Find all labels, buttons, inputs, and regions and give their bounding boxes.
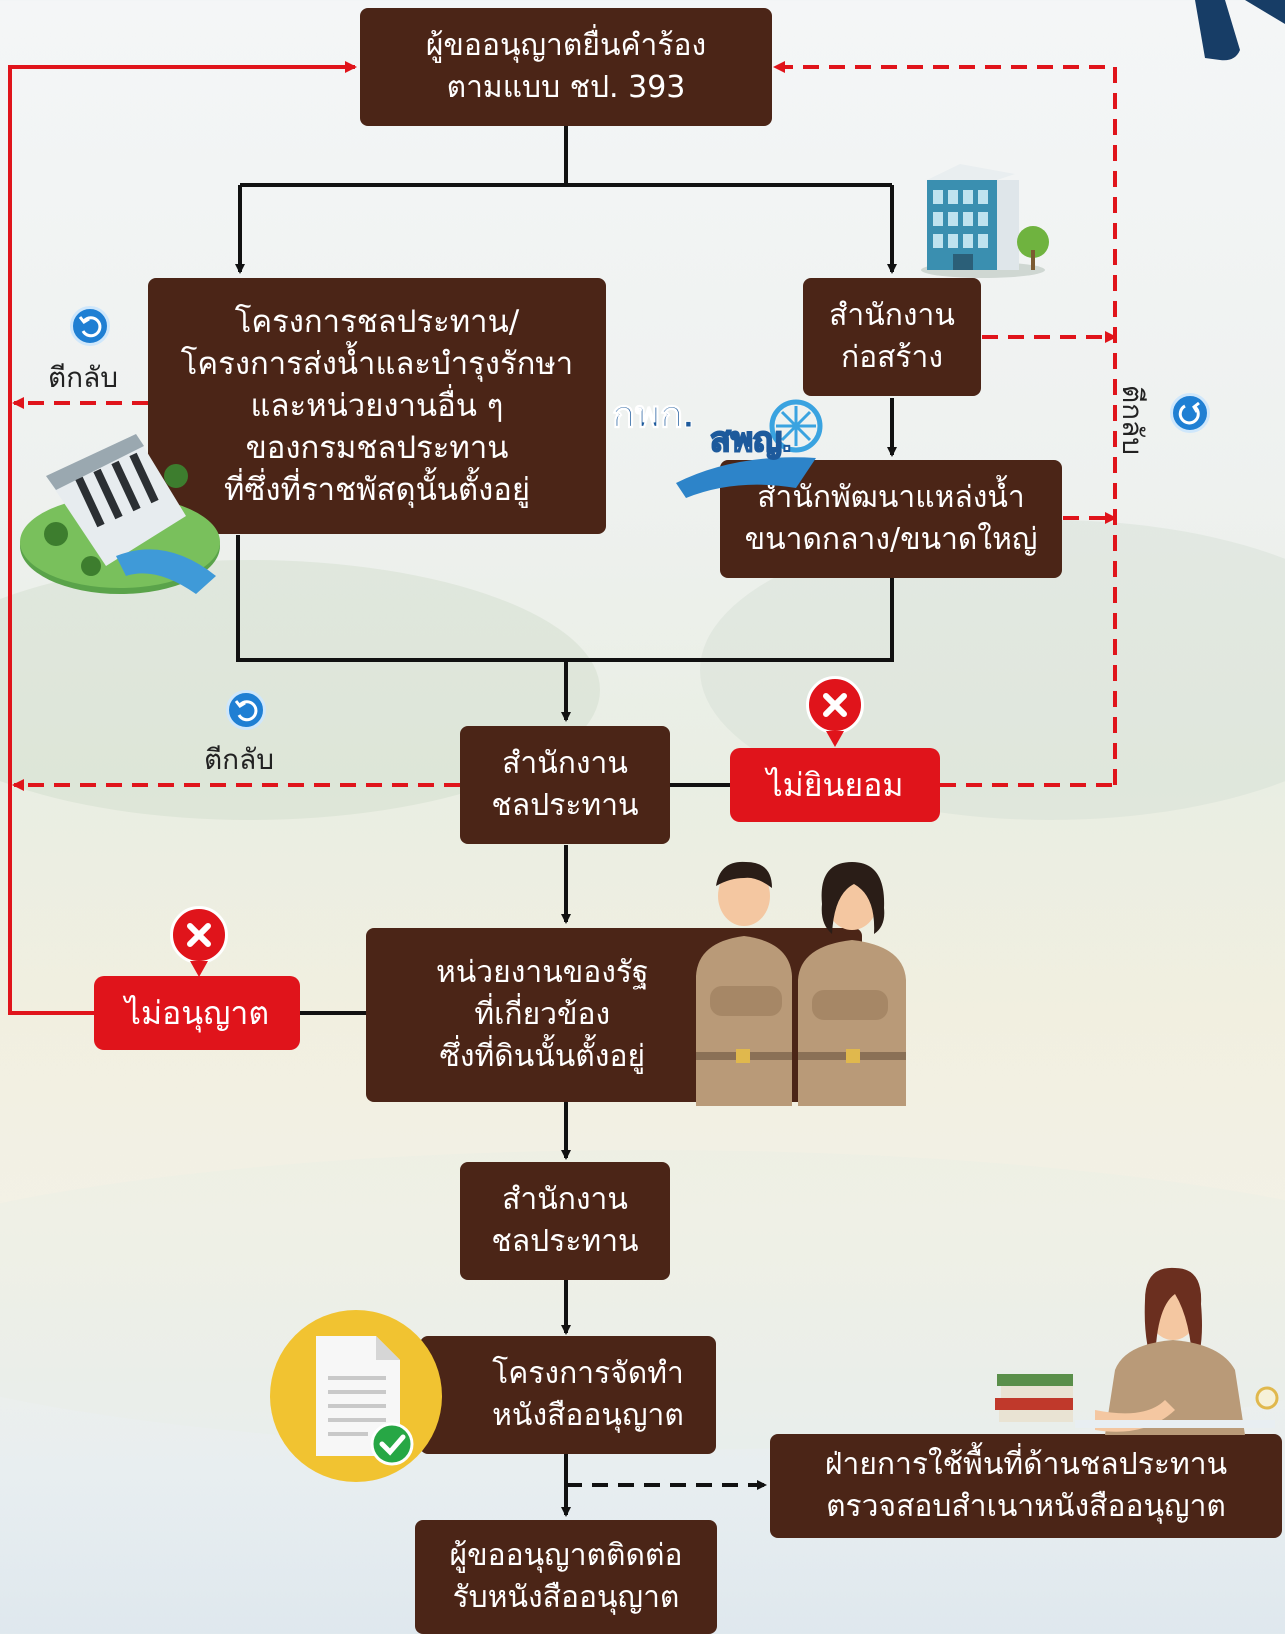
reject-x-icon: [806, 676, 864, 747]
official-at-desk-illustration: [995, 1267, 1279, 1435]
return-label: ตีกลับ: [1116, 384, 1150, 456]
dam-icon: [20, 434, 220, 594]
node-irrigation-office-1: สำนักงาน ชลประทาน: [460, 726, 670, 844]
return-icon: [70, 306, 110, 346]
node-receive-permit: ผู้ขออนุญาตติดต่อ รับหนังสืออนุญาต: [415, 1520, 717, 1634]
node-water-resource-development: สำนักพัฒนาแหล่งน้ำ ขนาดกลาง/ขนาดใหญ่: [720, 460, 1062, 578]
building-icon: [921, 164, 1049, 278]
logo-spy: สพญ.: [709, 420, 793, 460]
officials-illustration: [696, 861, 906, 1106]
logo-kpn: กพก.: [612, 394, 695, 437]
node-prepare-permit: โครงการจัดทำ หนังสืออนุญาต: [420, 1336, 716, 1454]
node-submit-request: ผู้ขออนุญาตยื่นคำร้อง ตามแบบ ชป. 393: [360, 8, 772, 126]
document-check-icon: [270, 1310, 442, 1482]
return-icon: [226, 690, 266, 730]
node-irrigation-office-2: สำนักงาน ชลประทาน: [460, 1162, 670, 1280]
reject-not-permit: ไม่อนุญาต: [94, 976, 300, 1050]
return-icon: [1170, 393, 1210, 433]
corner-decoration: [1195, 0, 1285, 61]
reject-x-icon: [170, 906, 228, 977]
logo-spy-badge: [676, 399, 823, 498]
return-label: ตีกลับ: [204, 743, 275, 776]
return-line-not-permit: [8, 61, 357, 1015]
reject-not-consent: ไม่ยินยอม: [730, 748, 940, 822]
return-label: ตีกลับ: [48, 361, 119, 394]
node-irrigation-projects: โครงการชลประทาน/ โครงการส่งน้ำและบำรุงรั…: [148, 278, 606, 534]
node-verify-permit-copy: ฝ่ายการใช้พื้นที่ด้านชลประทาน ตรวจสอบสำเ…: [770, 1434, 1282, 1538]
node-construction-office: สำนักงาน ก่อสร้าง: [803, 278, 981, 396]
return-line-right: [773, 61, 1117, 785]
